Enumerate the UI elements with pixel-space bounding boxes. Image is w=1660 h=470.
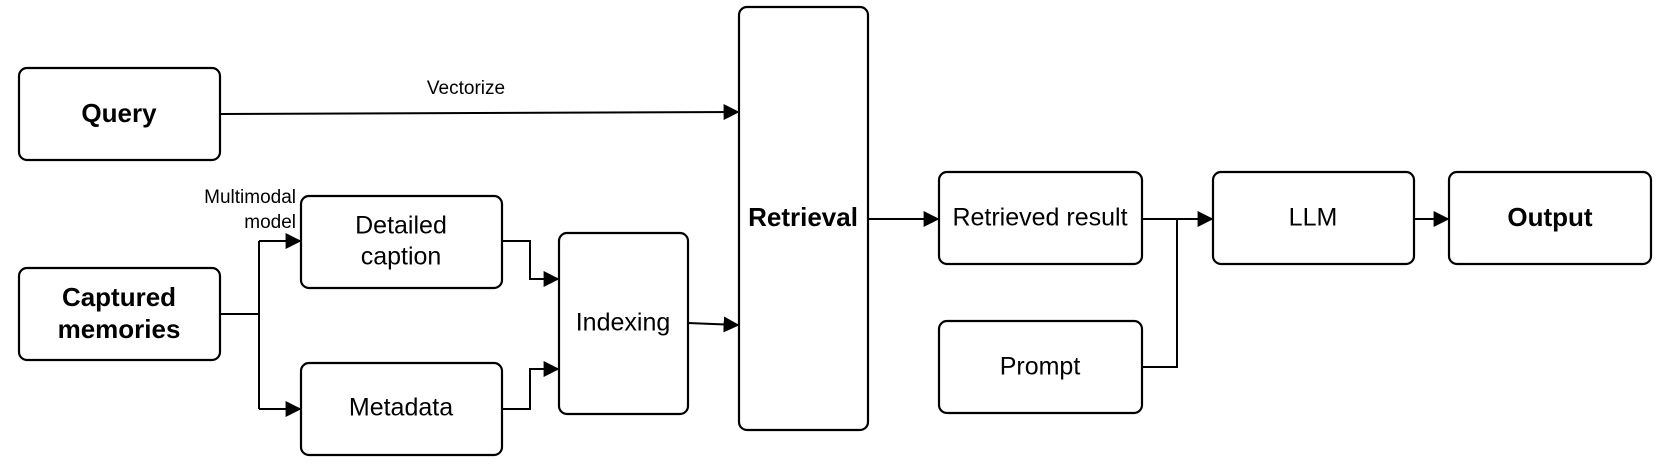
edge-label-multimodal: Multimodal: [204, 187, 296, 208]
node-metadata-label: Metadata: [349, 394, 453, 422]
node-llm: LLM: [1211, 170, 1416, 266]
edge-query-retrieval: [219, 104, 740, 121]
node-captured-memories: Captured memories: [17, 266, 222, 362]
node-detailed-caption: Detailed caption: [299, 194, 504, 290]
node-query: Query: [17, 66, 222, 162]
edge-label-vectorize: Vectorize: [427, 78, 505, 99]
node-output-label: Output: [1507, 202, 1593, 232]
edge-detailed-indexing: [502, 240, 560, 287]
edge-metadata-indexing: [502, 361, 560, 410]
edge-indexing-retrieval: [687, 316, 740, 333]
node-output: Output: [1447, 170, 1653, 266]
node-retrieval-label: Retrieval: [748, 202, 858, 232]
node-retrieved-result: Retrieved result: [937, 170, 1144, 266]
node-indexing-label: Indexing: [576, 309, 671, 337]
node-prompt: Prompt: [937, 319, 1144, 415]
node-detailed-label-1: Detailed: [355, 212, 447, 240]
node-captured-label-1: Captured: [62, 282, 176, 312]
node-captured-label-2: memories: [58, 314, 181, 344]
node-indexing: Indexing: [557, 231, 690, 416]
edge-label-model: model: [244, 212, 296, 233]
node-llm-label: LLM: [1289, 204, 1338, 232]
edge-prompt-llm: [1142, 219, 1178, 368]
edges: Vectorize Multimodal model: [204, 78, 1450, 417]
node-retrieved-result-label: Retrieved result: [952, 204, 1127, 232]
node-retrieval: Retrieval: [737, 5, 870, 432]
node-metadata: Metadata: [299, 361, 504, 457]
node-query-label: Query: [81, 98, 157, 128]
node-prompt-label: Prompt: [1000, 353, 1081, 381]
node-detailed-label-2: caption: [361, 243, 442, 271]
